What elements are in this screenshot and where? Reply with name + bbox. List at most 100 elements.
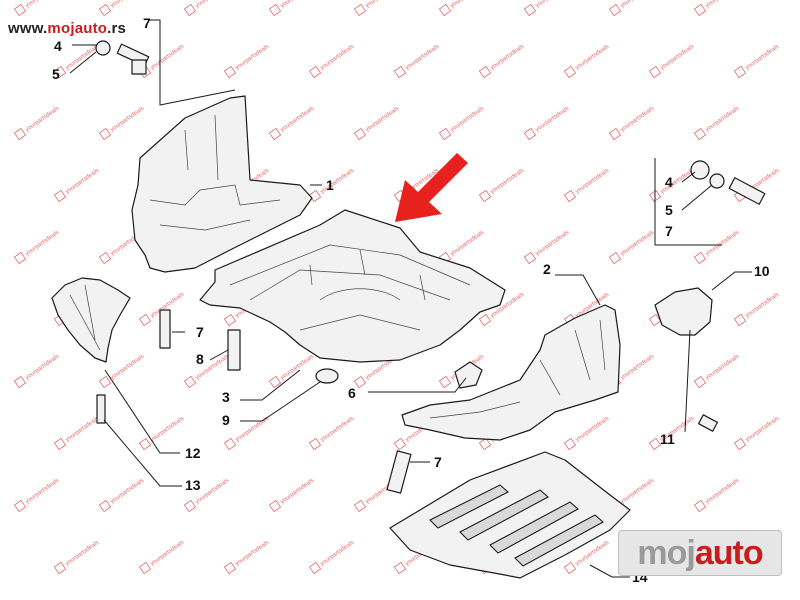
watermark-stamp: yourpartsdeals [393, 44, 441, 79]
watermark-mark [138, 437, 152, 451]
watermark-stamp: yourpartsdeals [608, 230, 656, 265]
watermark-text: yourpartsdeals [280, 354, 316, 381]
callout-8: 8 [196, 351, 204, 367]
watermark-mark [138, 561, 152, 575]
watermark-mark [98, 127, 112, 141]
watermark-text: yourpartsdeals [490, 168, 526, 195]
part-12-arch-liner [51, 277, 131, 363]
watermark-mark [353, 127, 367, 141]
watermark-stamp: yourpartsdeals [223, 44, 270, 79]
watermark-stamp: yourpartsdeals [308, 540, 356, 575]
watermark-mark [183, 3, 197, 17]
watermark-mark [308, 437, 322, 451]
part-14-slot-2 [459, 489, 549, 541]
leader-12 [104, 369, 180, 454]
callout-12: 12 [185, 445, 201, 461]
callout-6: 6 [348, 385, 356, 401]
watermark-mark [648, 65, 662, 79]
watermark-text: yourpartsdeals [25, 106, 61, 133]
watermark-stamp: yourpartsdeals [353, 106, 401, 141]
watermark-mark [523, 251, 537, 265]
watermark-mark [13, 251, 27, 265]
callout-5b: 5 [665, 202, 673, 218]
watermark-stamp: yourpartsdeals [308, 44, 355, 79]
callout-7b: 7 [665, 223, 673, 239]
watermark-mark [523, 127, 537, 141]
fastener-bolt-7-bottom [386, 450, 412, 494]
watermark-text: yourpartsdeals [320, 540, 356, 567]
watermark-stamp: yourpartsdeals [563, 168, 611, 203]
watermark-text: yourpartsdeals [110, 0, 146, 9]
watermark-text: yourpartsdeals [405, 44, 441, 71]
watermark-stamp: yourpartsdeals [478, 168, 526, 203]
leader-5a [69, 51, 97, 74]
watermark-stamp: yourpartsdeals [563, 416, 610, 451]
watermark-mark [308, 65, 322, 79]
leader-8 [209, 349, 229, 361]
watermark-mark [733, 313, 747, 327]
watermark-text: yourpartsdeals [365, 106, 401, 133]
fastener-bolt-11 [697, 414, 719, 432]
watermark-mark [438, 3, 452, 17]
watermark-text: yourpartsdeals [25, 354, 61, 381]
watermark-text: yourpartsdeals [365, 0, 401, 9]
watermark-stamp: yourpartsdeals [693, 230, 740, 265]
watermark-stamp: yourpartsdeals [183, 0, 230, 17]
watermark-mark [393, 561, 407, 575]
watermark-stamp: yourpartsdeals [478, 44, 525, 79]
watermark-text: yourpartsdeals [150, 44, 186, 71]
callout-4a: 4 [54, 38, 62, 54]
watermark-stamp: yourpartsdeals [608, 0, 655, 17]
url-prefix: www. [8, 20, 48, 37]
watermark-mark [693, 127, 707, 141]
watermark-text: yourpartsdeals [110, 354, 146, 381]
leader-11 [684, 329, 691, 433]
watermark-text: yourpartsdeals [535, 0, 571, 9]
watermark-stamp: yourpartsdeals [13, 478, 60, 513]
watermark-stamp: yourpartsdeals [53, 416, 101, 451]
watermark-text: yourpartsdeals [575, 168, 611, 195]
watermark-mark [53, 65, 67, 79]
watermark-mark [268, 499, 282, 513]
part-9-seal-ring [315, 368, 339, 384]
watermark-mark [438, 375, 452, 389]
watermark-mark [138, 313, 152, 327]
watermark-text: yourpartsdeals [150, 540, 186, 567]
part-10-bracket [654, 287, 713, 336]
leader-7-right [654, 158, 722, 246]
watermark-stamp: yourpartsdeals [268, 106, 315, 141]
watermark-text: yourpartsdeals [320, 416, 356, 443]
watermark-stamp: yourpartsdeals [13, 106, 61, 141]
fastener-nut-top-left [95, 40, 111, 56]
callout-3: 3 [222, 389, 230, 405]
callout-7d: 7 [434, 454, 442, 470]
watermark-mark [13, 3, 27, 17]
watermark-mark [223, 65, 237, 79]
watermark-text: yourpartsdeals [620, 106, 656, 133]
watermark-text: yourpartsdeals [620, 478, 656, 505]
watermark-mark [268, 375, 282, 389]
watermark-mark [733, 437, 747, 451]
watermark-text: yourpartsdeals [620, 354, 656, 381]
watermark-text: yourpartsdeals [705, 478, 741, 505]
watermark-text: yourpartsdeals [65, 168, 101, 195]
part-3-undertray [199, 209, 506, 363]
callout-1: 1 [326, 177, 334, 193]
part-6-clip [454, 361, 483, 389]
watermark-stamp: yourpartsdeals [13, 0, 60, 17]
watermark-mark [53, 561, 67, 575]
watermark-text: yourpartsdeals [620, 230, 656, 257]
watermark-mark [478, 65, 492, 79]
leader-5b [681, 184, 713, 211]
watermark-mark [648, 437, 662, 451]
watermark-stamp: yourpartsdeals [268, 354, 316, 389]
fastener-bolt-right-7 [728, 177, 766, 205]
watermark-text: yourpartsdeals [450, 106, 486, 133]
callout-9: 9 [222, 412, 230, 428]
watermark-mark [308, 189, 322, 203]
watermark-stamp: yourpartsdeals [223, 416, 270, 451]
watermark-mark [563, 65, 577, 79]
watermark-stamp: yourpartsdeals [223, 540, 270, 575]
watermark-text: yourpartsdeals [65, 416, 101, 443]
